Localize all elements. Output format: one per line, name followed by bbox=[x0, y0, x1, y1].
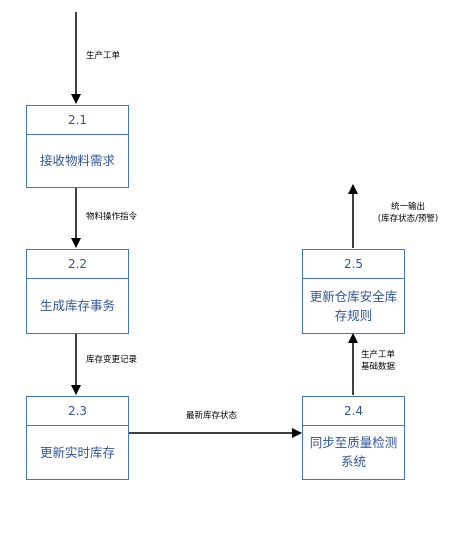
process-name: 接收物料需求 bbox=[39, 153, 115, 168]
flow-label-output-line2: (库存状态/预警) bbox=[377, 214, 439, 224]
process-2-3[interactable]: 2.3 更新实时库存 bbox=[26, 396, 129, 480]
process-2-4[interactable]: 2.4 同步至质量检测系统 bbox=[302, 396, 405, 480]
process-id: 2.1 bbox=[27, 106, 128, 135]
process-id: 2.5 bbox=[303, 250, 404, 279]
process-name: 更新仓库安全库存规则 bbox=[309, 288, 398, 323]
process-id: 2.3 bbox=[27, 397, 128, 426]
process-name: 生成库存事务 bbox=[39, 298, 115, 313]
flow-label-output-line1: 统一输出 bbox=[390, 202, 425, 212]
process-id: 2.4 bbox=[303, 397, 404, 426]
process-name: 更新实时库存 bbox=[39, 444, 115, 460]
flow-label-2-1-to-2-2: 物料操作指令 bbox=[86, 212, 138, 222]
flow-label-2-3-to-2-4: 最新库存状态 bbox=[186, 411, 238, 421]
flow-label-2-4-to-2-5-line1: 生产工单 bbox=[361, 350, 396, 360]
flow-label-input: 生产工单 bbox=[86, 51, 121, 61]
process-name: 同步至质量检测系统 bbox=[309, 435, 398, 469]
flow-label-2-2-to-2-3: 库存变更记录 bbox=[86, 355, 138, 365]
process-2-2[interactable]: 2.2 生成库存事务 bbox=[26, 249, 129, 334]
process-id: 2.2 bbox=[27, 250, 128, 279]
process-2-5[interactable]: 2.5 更新仓库安全库存规则 bbox=[302, 249, 405, 334]
process-2-1[interactable]: 2.1 接收物料需求 bbox=[26, 105, 129, 188]
flow-label-2-4-to-2-5-line2: 基础数据 bbox=[361, 362, 396, 372]
